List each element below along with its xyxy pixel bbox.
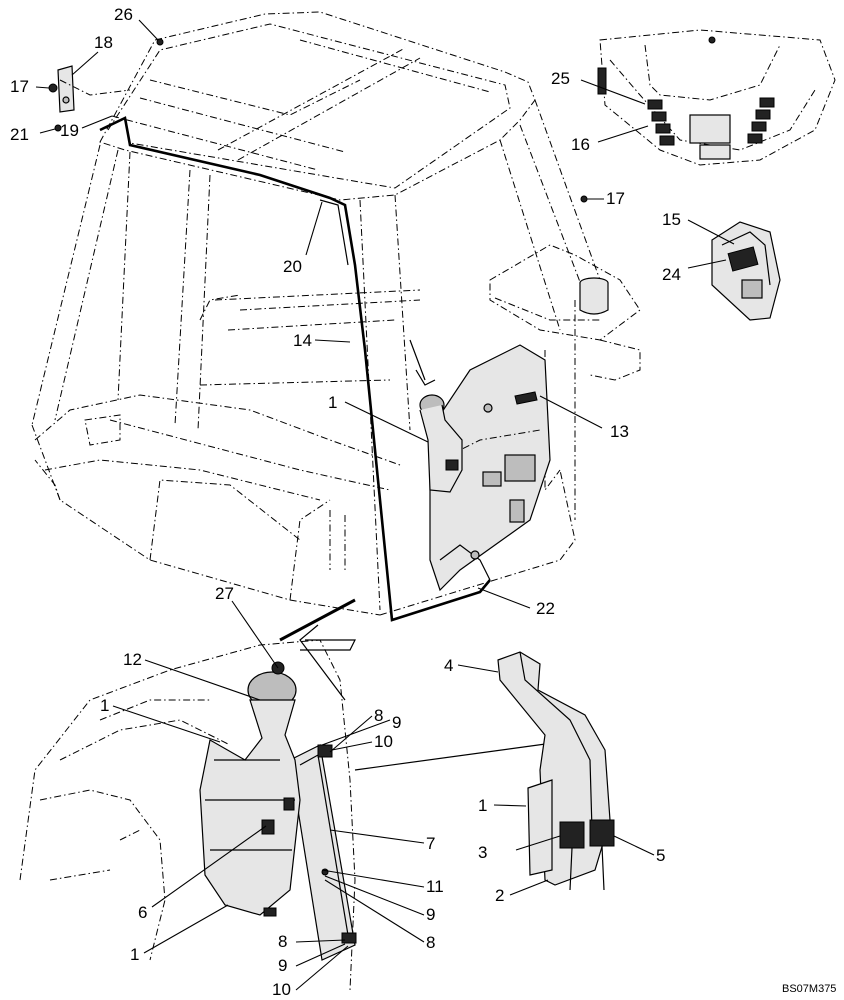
callout-9-bottom: 9 (278, 956, 287, 975)
callout-1-bottom: 1 (130, 945, 139, 964)
callout-15: 15 (662, 210, 681, 229)
callout-3: 3 (478, 843, 487, 862)
callout-22: 22 (536, 599, 555, 618)
drawing-code: BS07M375 (782, 983, 836, 995)
console-knob (579, 277, 609, 315)
callout-11: 11 (426, 877, 444, 896)
callout-16: 16 (571, 135, 590, 154)
callout-4: 4 (444, 656, 453, 675)
pillar-panel (429, 344, 551, 592)
roof-bracket (48, 38, 588, 203)
callout-17-left: 17 (10, 77, 29, 96)
callout-8-mid: 8 (426, 933, 435, 952)
mounting-bracket (289, 744, 357, 961)
callout-18: 18 (94, 33, 113, 52)
switch-cluster-right (747, 97, 775, 144)
switch-cluster-left (647, 99, 675, 146)
callout-10-top: 10 (374, 732, 393, 751)
switch-panel (711, 221, 781, 321)
callout-1-upper: 1 (328, 393, 337, 412)
callout-21: 21 (10, 125, 29, 144)
callout-10-bottom: 10 (272, 980, 291, 999)
washer-bottle-upper (409, 339, 463, 493)
callout-20: 20 (283, 257, 302, 276)
callout-26: 26 (114, 5, 133, 24)
pump-inset (497, 651, 615, 891)
callout-1-inset: 1 (478, 796, 487, 815)
callout-2: 2 (495, 886, 504, 905)
callout-25: 25 (551, 69, 570, 88)
callout-27: 27 (215, 584, 234, 603)
callout-8-bottom: 8 (278, 932, 287, 951)
callout-7: 7 (426, 834, 435, 853)
lower-panel-outline (19, 639, 356, 991)
callout-14: 14 (293, 331, 312, 350)
leader-lines (35, 19, 735, 991)
callout-6: 6 (138, 903, 147, 922)
washer-bottle-lower (199, 661, 301, 917)
roof-harness-inner (319, 199, 349, 266)
callout-19: 19 (60, 121, 79, 140)
callout-12: 12 (123, 650, 142, 669)
cab-outline (31, 11, 641, 616)
callout-24: 24 (662, 265, 681, 284)
callout-9-mid: 9 (426, 905, 435, 924)
headliner-inset (597, 29, 836, 166)
callout-9-top: 9 (392, 713, 401, 732)
washer-hose (279, 598, 356, 642)
callout-13: 13 (610, 422, 629, 441)
callout-17-right: 17 (606, 189, 625, 208)
roof-harness (99, 116, 491, 622)
callout-5: 5 (656, 846, 665, 865)
callout-labels: 26 18 17 21 19 25 16 17 15 24 20 14 1 13… (10, 5, 681, 999)
callout-8-top: 8 (374, 706, 383, 725)
callout-1-lower-left: 1 (100, 696, 109, 715)
